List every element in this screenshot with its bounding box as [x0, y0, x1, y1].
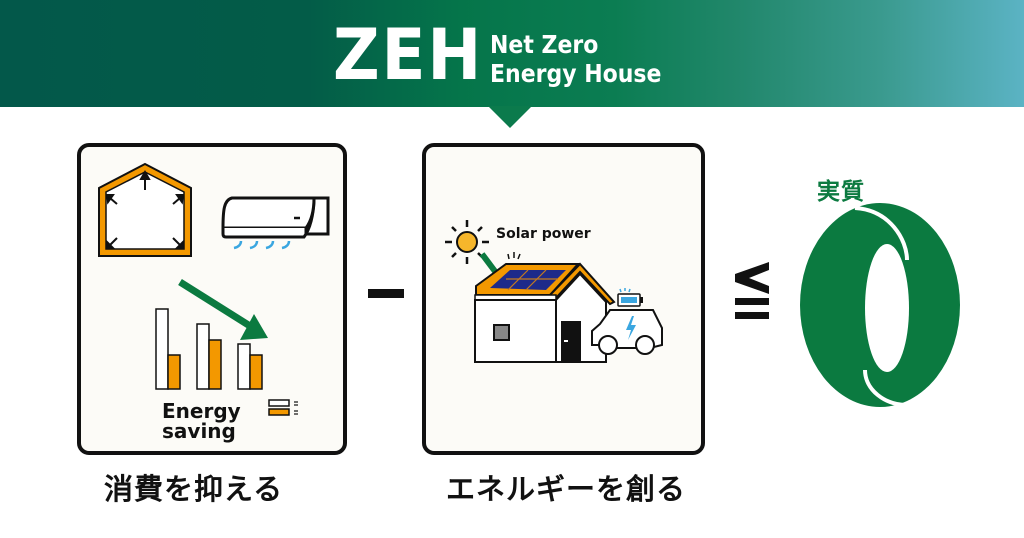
- battery-icon: [617, 288, 643, 307]
- electric-car-icon: [591, 288, 663, 355]
- header-banner: [0, 0, 1024, 107]
- bar-chart-icon: [155, 308, 263, 390]
- banner-pointer: [488, 106, 532, 128]
- solar-panel-house-icon: [474, 252, 616, 363]
- minus-operator: [368, 289, 404, 298]
- subtitle-line1: Net Zero: [490, 30, 599, 59]
- insulated-house-icon: [98, 162, 192, 257]
- leq-operator-icon: [735, 262, 769, 319]
- panel-caption-create: エネルギーを創る: [446, 472, 687, 506]
- air-conditioner-icon: [221, 196, 330, 250]
- downward-trend-arrow-icon: [178, 279, 268, 340]
- zeh-logo: ZEH: [333, 14, 484, 96]
- energy-saving-label: Energy saving: [162, 399, 241, 443]
- effective-label: 実質: [817, 179, 865, 205]
- sun-icon: [445, 220, 489, 264]
- solar-power-label: Solar power: [496, 226, 591, 242]
- panel-caption-reduce: 消費を抑える: [104, 472, 284, 506]
- subtitle-line2: Energy House: [490, 59, 662, 88]
- legend-icon: [268, 399, 298, 416]
- zeh-subtitle: Net Zero Energy House: [490, 30, 661, 88]
- energy-saving-chart: [155, 279, 268, 390]
- zero-value-graphic: [800, 203, 960, 407]
